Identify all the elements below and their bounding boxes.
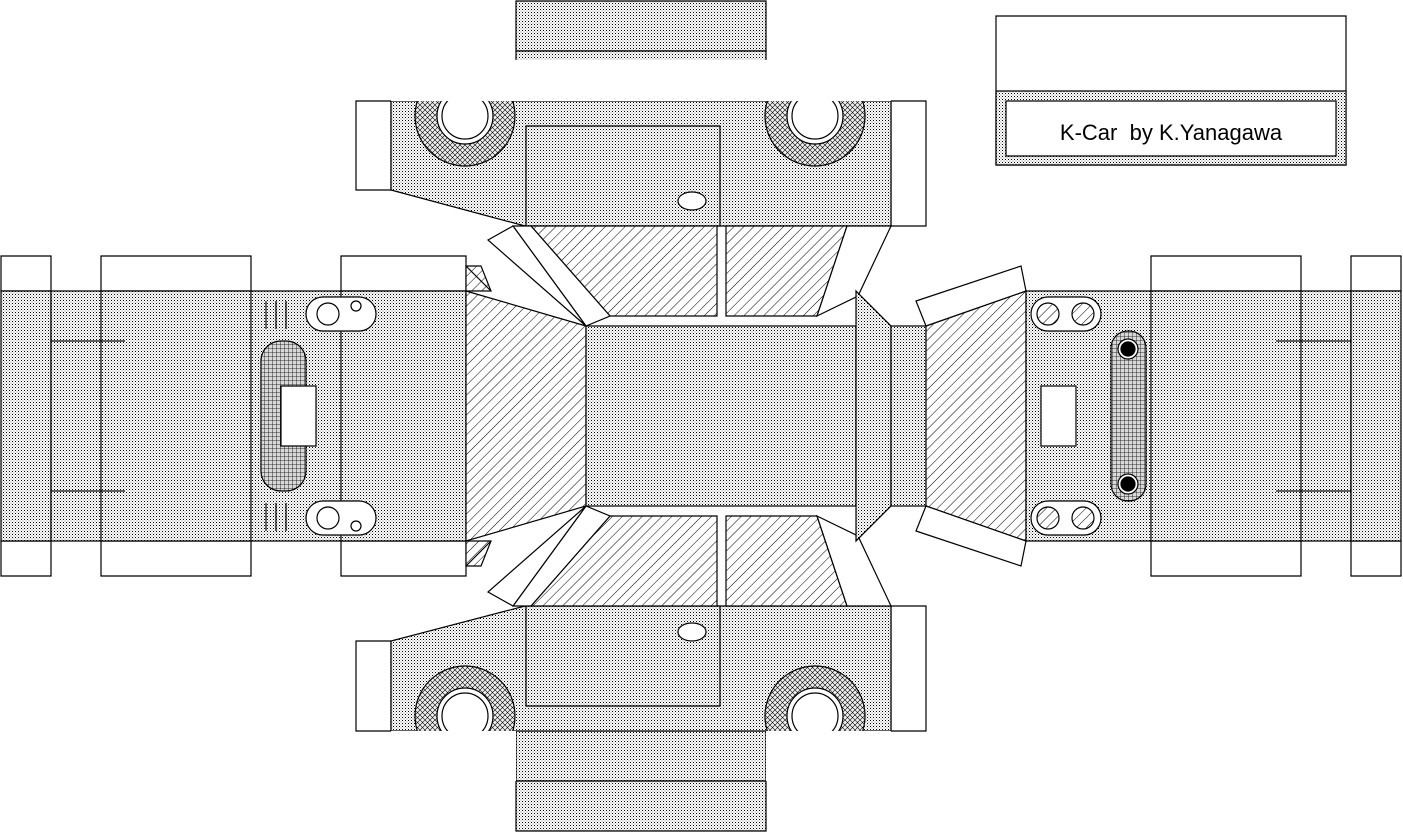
indicator-icon bbox=[351, 301, 361, 311]
roof-tab-bottom-2 bbox=[516, 781, 766, 831]
roof bbox=[586, 326, 856, 506]
hood bbox=[341, 291, 466, 541]
door-handle-top bbox=[678, 192, 706, 210]
side-panel-bottom bbox=[356, 506, 926, 831]
tab-hood-bottom bbox=[341, 541, 466, 576]
tab-right-top bbox=[1151, 256, 1301, 291]
tab-far-left-bottom bbox=[1, 541, 51, 576]
roof-rear-edge bbox=[891, 326, 926, 506]
glue-tab-top-left bbox=[488, 226, 586, 326]
front-tab-bottom bbox=[356, 641, 391, 731]
glue-tab-bottom-left bbox=[488, 506, 586, 606]
door-top bbox=[526, 126, 720, 226]
underside-left bbox=[51, 291, 101, 541]
front-tab-top bbox=[356, 101, 391, 190]
headlight-icon bbox=[317, 303, 339, 325]
indicator-icon bbox=[351, 521, 361, 531]
front-vent-bottom bbox=[266, 503, 286, 531]
taillight-icon bbox=[1037, 507, 1059, 529]
tab-right-bottom bbox=[1151, 541, 1301, 576]
door-bottom bbox=[526, 606, 720, 706]
center-strip bbox=[1, 256, 1401, 576]
rear-bumper-bar bbox=[1111, 331, 1146, 501]
headlight-icon bbox=[317, 507, 339, 529]
title-block bbox=[996, 16, 1346, 165]
windshield bbox=[466, 291, 586, 541]
rear-plate bbox=[1041, 386, 1076, 446]
rear-tab-top bbox=[891, 101, 926, 226]
taillight-icon bbox=[1072, 303, 1094, 325]
rear-bumper-panel bbox=[1151, 291, 1301, 541]
front-plate bbox=[281, 386, 316, 446]
tab-far-right-top bbox=[1351, 256, 1401, 291]
front-vent-top bbox=[266, 301, 286, 329]
tab-left-bottom bbox=[101, 541, 251, 576]
title-plate bbox=[1006, 101, 1336, 156]
underside-left-end bbox=[1, 291, 51, 541]
tab-far-right-bottom bbox=[1351, 541, 1401, 576]
side-panel-top bbox=[356, 1, 926, 326]
tab-hood-top bbox=[341, 256, 466, 291]
taillight-icon bbox=[1037, 303, 1059, 325]
taillight-icon bbox=[1072, 507, 1094, 529]
roof-tab-top bbox=[516, 1, 766, 51]
rear-window bbox=[926, 291, 1026, 541]
underside-right bbox=[1301, 291, 1351, 541]
title-label: K-Car by K.Yanagawa bbox=[1060, 120, 1283, 145]
front-bumper-panel bbox=[101, 291, 251, 541]
underside-right-end bbox=[1351, 291, 1401, 541]
roof-tab-bottom bbox=[516, 731, 766, 781]
door-handle-bottom bbox=[678, 623, 706, 641]
tab-far-left-top bbox=[1, 256, 51, 291]
tab-left-top bbox=[101, 256, 251, 291]
rear-tab-bottom bbox=[891, 606, 926, 731]
roof-rear-flap bbox=[856, 291, 891, 541]
